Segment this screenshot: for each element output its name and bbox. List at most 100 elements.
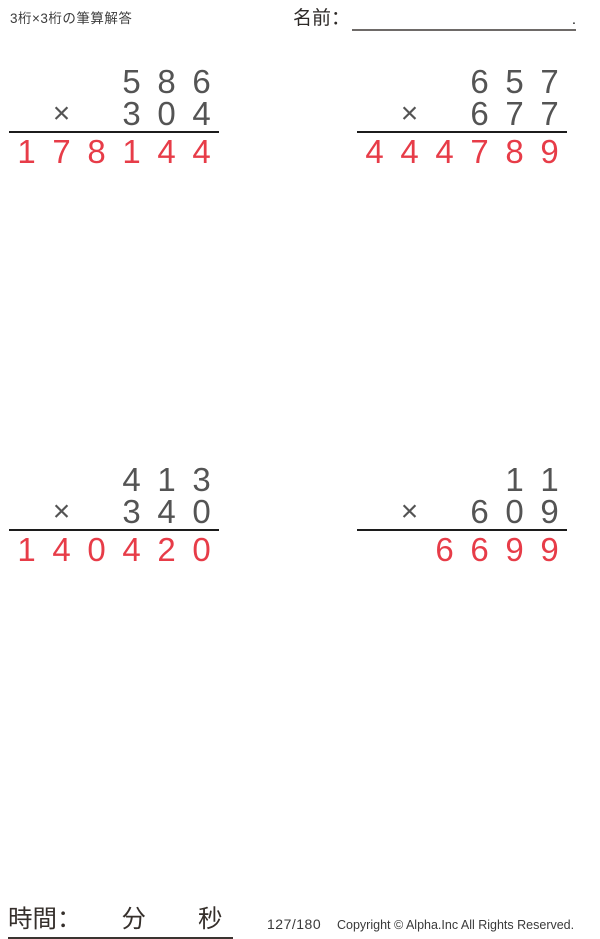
answer-digit: 0: [192, 531, 211, 568]
empty-cell: [79, 66, 114, 98]
minutes-label: 分: [121, 906, 147, 933]
operand-digit: 6: [470, 493, 489, 530]
empty-cell: [462, 464, 497, 496]
operand-digit: 4: [157, 493, 176, 530]
empty-cell: [392, 464, 427, 496]
empty-cell: [357, 464, 392, 496]
answer-digit: 9: [505, 531, 524, 568]
operand-digit: 4: [192, 95, 211, 132]
answer-digit: 6: [435, 531, 454, 568]
operand-digit: 7: [505, 95, 524, 132]
answer-line: [357, 131, 567, 133]
empty-cell: [44, 66, 79, 98]
empty-cell: [427, 66, 462, 98]
empty-cell: [9, 66, 44, 98]
answer-digit: 4: [192, 133, 211, 170]
operand-digit: 0: [157, 95, 176, 132]
answer-digit: 6: [470, 531, 489, 568]
empty-cell: [392, 534, 427, 566]
answer-digit: 4: [400, 133, 419, 170]
operand-digit: 3: [122, 493, 141, 530]
operand-digit: 5: [505, 63, 524, 100]
time-field: 時間： 分 秒: [8, 900, 233, 939]
operand-digit: 6: [192, 63, 211, 100]
name-line-period: .: [571, 11, 577, 28]
answer-line: [357, 529, 567, 531]
multiply-sign: ×: [400, 97, 419, 130]
operand-digit: 1: [157, 461, 176, 498]
operand-digit: 1: [505, 461, 524, 498]
answer-digit: 4: [157, 133, 176, 170]
operand-digit: 6: [470, 63, 489, 100]
operand-digit: 3: [192, 461, 211, 498]
empty-cell: [9, 98, 44, 130]
answer-digit: 8: [505, 133, 524, 170]
empty-cell: [44, 464, 79, 496]
answer-digit: 0: [87, 531, 106, 568]
empty-cell: [427, 464, 462, 496]
answer-digit: 1: [17, 531, 36, 568]
answer-digit: 4: [122, 531, 141, 568]
answer-digit: 4: [365, 133, 384, 170]
operand-digit: 7: [540, 95, 559, 132]
multiply-sign: ×: [52, 97, 71, 130]
operand-digit: 4: [122, 461, 141, 498]
answer-digit: 2: [157, 531, 176, 568]
time-label: 時間：: [8, 906, 82, 933]
copyright: Copyright © Alpha.Inc All Rights Reserve…: [337, 918, 575, 932]
name-blank-line: .: [352, 8, 577, 31]
empty-cell: [9, 464, 44, 496]
answer-digit: 7: [470, 133, 489, 170]
answer-digit: 4: [52, 531, 71, 568]
multiply-sign: ×: [400, 495, 419, 528]
answer-digit: 9: [540, 133, 559, 170]
empty-cell: [357, 534, 392, 566]
operand-digit: 9: [540, 493, 559, 530]
page-number: 127/180: [267, 916, 322, 932]
operand-digit: 3: [122, 95, 141, 132]
seconds-label: 秒: [198, 906, 223, 933]
empty-cell: [79, 464, 114, 496]
empty-cell: [357, 66, 392, 98]
empty-cell: [427, 98, 462, 130]
empty-cell: [427, 496, 462, 528]
empty-cell: [79, 496, 114, 528]
answer-digit: 7: [52, 133, 71, 170]
page-title: 3桁×3桁の筆算解答: [10, 11, 133, 26]
operand-digit: 0: [505, 493, 524, 530]
answer-line: [9, 529, 219, 531]
answer-digit: 4: [435, 133, 454, 170]
answer-digit: 8: [87, 133, 106, 170]
name-label: 名前：: [293, 8, 351, 29]
operand-digit: 7: [540, 63, 559, 100]
answer-digit: 9: [540, 531, 559, 568]
answer-digit: 1: [122, 133, 141, 170]
empty-cell: [357, 98, 392, 130]
name-field: 名前： .: [293, 3, 577, 31]
empty-cell: [357, 496, 392, 528]
operand-digit: 5: [122, 63, 141, 100]
empty-cell: [9, 496, 44, 528]
empty-cell: [392, 66, 427, 98]
operand-digit: 6: [470, 95, 489, 132]
operand-digit: 0: [192, 493, 211, 530]
answer-digit: 1: [17, 133, 36, 170]
operand-digit: 1: [540, 461, 559, 498]
multiply-sign: ×: [52, 495, 71, 528]
operand-digit: 8: [157, 63, 176, 100]
